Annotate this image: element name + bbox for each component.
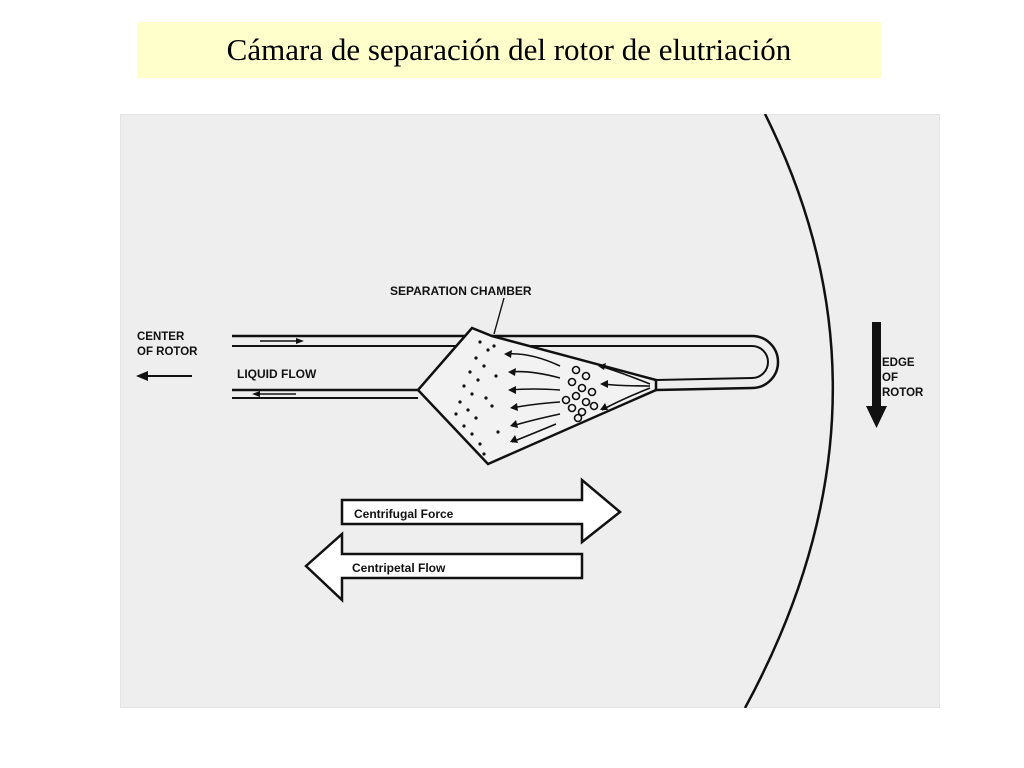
small-particles [454,340,500,456]
separation-chamber-shape [416,326,658,466]
centrifugal-force-label: Centrifugal Force [354,507,454,521]
liquid-flow-label: LIQUID FLOW [237,367,317,381]
edge-arrow-icon [866,322,887,428]
edge-of-rotor-label-line1: EDGE [882,357,915,369]
center-of-rotor-label-line2: OF ROTOR [137,346,198,358]
chamber-leader-line [493,297,505,335]
centripetal-flow-label: Centripetal Flow [352,561,446,575]
edge-of-rotor-label-line3: ROTOR [882,387,924,399]
center-arrow-icon [136,371,192,381]
rotor-edge-arc [743,114,835,708]
slide-title: Cámara de separación del rotor de elutri… [137,22,881,78]
elutriation-diagram: SEPARATION CHAMBER CENTER OF ROTOR LIQUI… [120,114,940,708]
tube-lower-channel [232,377,753,399]
center-of-rotor-label-line1: CENTER [137,331,185,343]
centripetal-flow-arrow [304,531,584,603]
flow-arrowheads-icon [504,350,608,443]
centrifugal-force-arrow [340,477,622,545]
edge-of-rotor-label-line2: OF [882,372,898,384]
tube-direction-arrows-icon [252,338,304,397]
large-cells [561,365,599,423]
diagram-canvas: SEPARATION CHAMBER CENTER OF ROTOR LIQUI… [120,114,940,708]
separation-chamber-label: SEPARATION CHAMBER [390,284,532,298]
